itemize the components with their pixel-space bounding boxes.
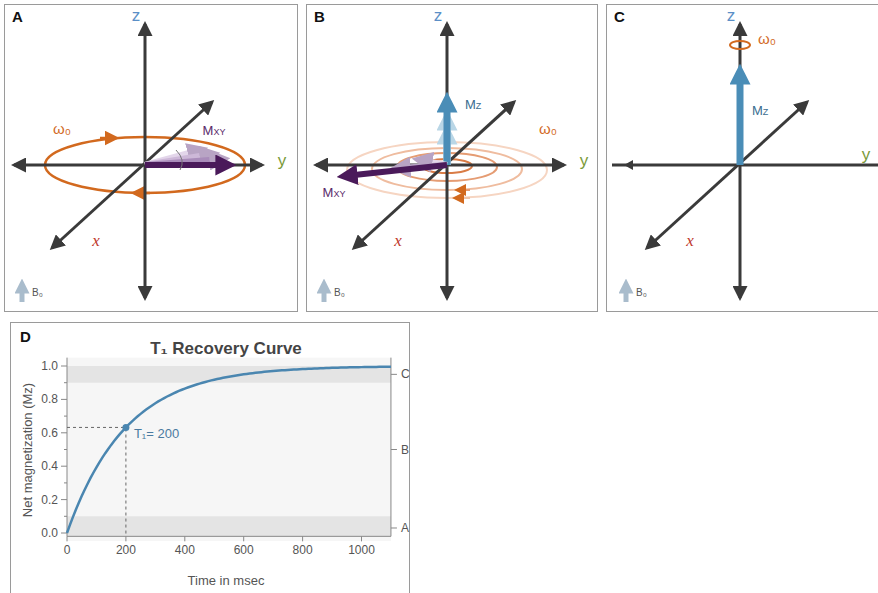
x-tick	[361, 536, 362, 541]
y-tick	[64, 482, 67, 483]
illustration-part	[52, 102, 212, 248]
illustration-part	[612, 24, 878, 302]
illustration-part	[307, 5, 598, 312]
illustration-part	[607, 5, 878, 312]
x-tick	[184, 536, 185, 541]
illustration-part	[624, 286, 629, 302]
axis-title: Net magnetization (Mz)	[21, 383, 34, 517]
right-tick	[391, 527, 397, 528]
axis-label: z	[727, 7, 736, 24]
tick-label: 0.6	[41, 427, 58, 439]
y-tick	[61, 366, 67, 367]
right-tick	[391, 374, 397, 375]
t1-guide	[67, 427, 126, 536]
axis-label: y	[862, 146, 871, 163]
panel-letter: D	[20, 329, 31, 344]
y-tick	[64, 382, 67, 383]
illustration-part	[444, 100, 451, 165]
illustration-part	[316, 24, 564, 302]
illustration-part	[612, 164, 878, 167]
tick-label: 0.4	[41, 460, 58, 472]
illustration-part	[11, 323, 410, 593]
illustration-part	[5, 5, 298, 312]
tick-label: 0	[64, 544, 71, 556]
illustration-part	[458, 197, 470, 199]
chart-title: T₁ Recovery Curve	[150, 340, 302, 357]
axis-label: z	[434, 7, 443, 24]
plot-ground	[67, 358, 391, 541]
x-tick	[125, 536, 126, 541]
right-axis	[390, 358, 391, 537]
panel-letter: A	[12, 9, 23, 24]
y-tick	[64, 516, 67, 517]
axis-label: y	[278, 152, 287, 169]
illustration-part	[345, 165, 447, 176]
y-tick	[61, 399, 67, 400]
illustration-part	[730, 41, 750, 49]
illustration-part	[624, 160, 633, 170]
axis-label: x	[394, 232, 402, 249]
illustration-part	[460, 189, 470, 191]
tick-label: 600	[234, 544, 254, 556]
vector-label: MXY	[203, 124, 226, 137]
level-label: A	[401, 522, 409, 534]
axis-label: x	[686, 232, 694, 249]
x-tick	[243, 536, 244, 541]
y-axis	[67, 358, 68, 537]
y-tick	[64, 416, 67, 417]
x-tick	[302, 536, 303, 541]
illustration-part	[145, 162, 228, 168]
level-label: B	[401, 444, 409, 456]
vector-label: MZ	[465, 98, 481, 111]
illustration-part	[61, 358, 397, 542]
x-tick	[67, 536, 68, 541]
field-label: B₀	[334, 288, 345, 298]
x-axis	[67, 536, 391, 537]
illustration-part	[737, 72, 744, 165]
tick-label: 1.0	[41, 360, 58, 372]
t1-point	[122, 424, 129, 431]
panel-letter: B	[314, 9, 325, 24]
axis-label: y	[580, 152, 589, 169]
illustration-part	[647, 102, 807, 248]
right-tick	[391, 449, 397, 450]
y-tick	[61, 499, 67, 500]
vector-label: MZ	[752, 104, 768, 117]
panel-letter: C	[614, 9, 625, 24]
y-tick	[61, 432, 67, 433]
y-tick	[61, 466, 67, 467]
y-tick	[64, 449, 67, 450]
tick-label: 0.0	[41, 527, 58, 539]
frequency-label: ω₀	[53, 121, 71, 136]
field-label: B₀	[32, 288, 43, 298]
illustration-part	[100, 137, 112, 140]
illustration-part	[739, 24, 742, 298]
field-label: B₀	[636, 288, 647, 298]
recovery-curve	[67, 367, 391, 533]
tick-label: 0.8	[41, 393, 58, 405]
t1-annotation: T₁= 200	[134, 427, 179, 440]
illustration-part	[14, 164, 262, 167]
vector-label: MXY	[323, 186, 346, 199]
illustration-part	[446, 24, 449, 298]
axis-label: z	[132, 7, 141, 24]
level-label: C	[401, 368, 410, 380]
lower-band	[67, 516, 391, 536]
illustration-part	[176, 150, 182, 170]
tick-label: 200	[116, 544, 136, 556]
tick-label: 1000	[348, 544, 375, 556]
axis-title: Time in msec	[188, 574, 265, 587]
tick-label: 400	[175, 544, 195, 556]
illustration-part	[14, 24, 262, 302]
axis-label: x	[92, 232, 100, 249]
tick-label: 800	[293, 544, 313, 556]
frequency-label: ω₀	[539, 121, 557, 136]
illustration-part	[20, 286, 25, 302]
frequency-label: ω₀	[758, 31, 776, 46]
illustration-part	[322, 286, 327, 302]
tick-label: 0.2	[41, 494, 58, 506]
